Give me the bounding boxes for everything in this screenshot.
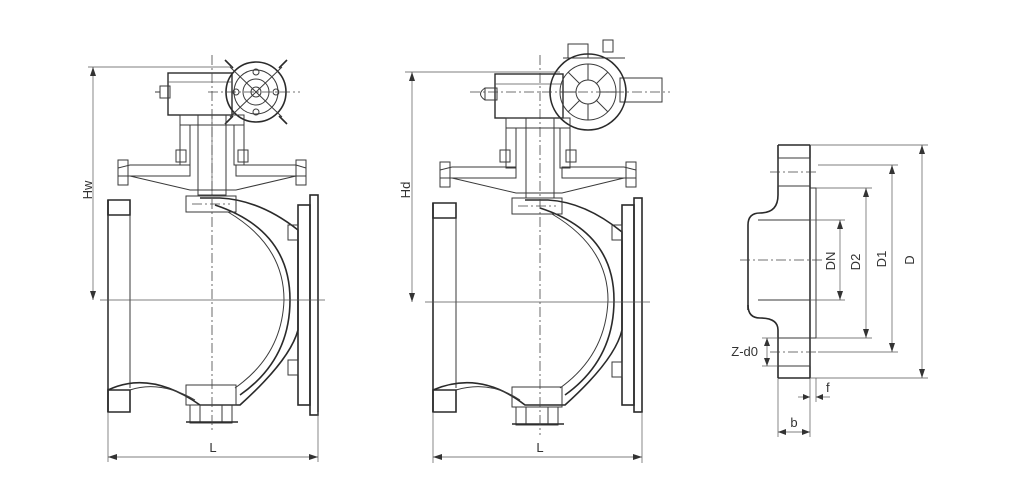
hd-dimension: Hd bbox=[398, 71, 560, 302]
d-label: D bbox=[902, 255, 917, 264]
d-dimension: D bbox=[810, 144, 928, 379]
d1-label: D1 bbox=[874, 251, 889, 268]
middle-bonnet bbox=[439, 161, 637, 194]
flange-detail-view: DN D2 D1 D bbox=[731, 144, 928, 437]
left-valve-view: Hw L bbox=[80, 55, 325, 462]
z-d0-dimension: Z-d0 bbox=[731, 337, 778, 367]
middle-body bbox=[432, 197, 643, 426]
hw-dimension: Hw bbox=[80, 66, 232, 300]
d1-dimension: D1 bbox=[818, 164, 898, 353]
f-label: f bbox=[826, 380, 830, 395]
d2-label: D2 bbox=[848, 254, 863, 271]
b-label: b bbox=[790, 415, 797, 430]
l-dimension-left: L bbox=[107, 412, 319, 462]
hd-label: Hd bbox=[398, 182, 413, 199]
middle-valve-view: Hd L bbox=[398, 39, 670, 463]
dn-label: DN bbox=[823, 252, 838, 271]
l-left-label: L bbox=[209, 440, 216, 455]
left-body bbox=[107, 194, 319, 424]
electric-actuator bbox=[470, 39, 670, 131]
l-right-label: L bbox=[536, 440, 543, 455]
z-d0-label: Z-d0 bbox=[731, 344, 758, 359]
l-dimension-right: L bbox=[432, 412, 643, 463]
dn-dimension: DN bbox=[810, 219, 845, 301]
left-bonnet bbox=[117, 159, 307, 191]
left-gearbox bbox=[155, 59, 300, 125]
b-dimension: b bbox=[777, 378, 811, 437]
f-dimension: f bbox=[798, 378, 830, 402]
d2-dimension: D2 bbox=[816, 187, 872, 339]
hw-label: Hw bbox=[80, 180, 95, 199]
middle-bracket bbox=[499, 117, 577, 199]
